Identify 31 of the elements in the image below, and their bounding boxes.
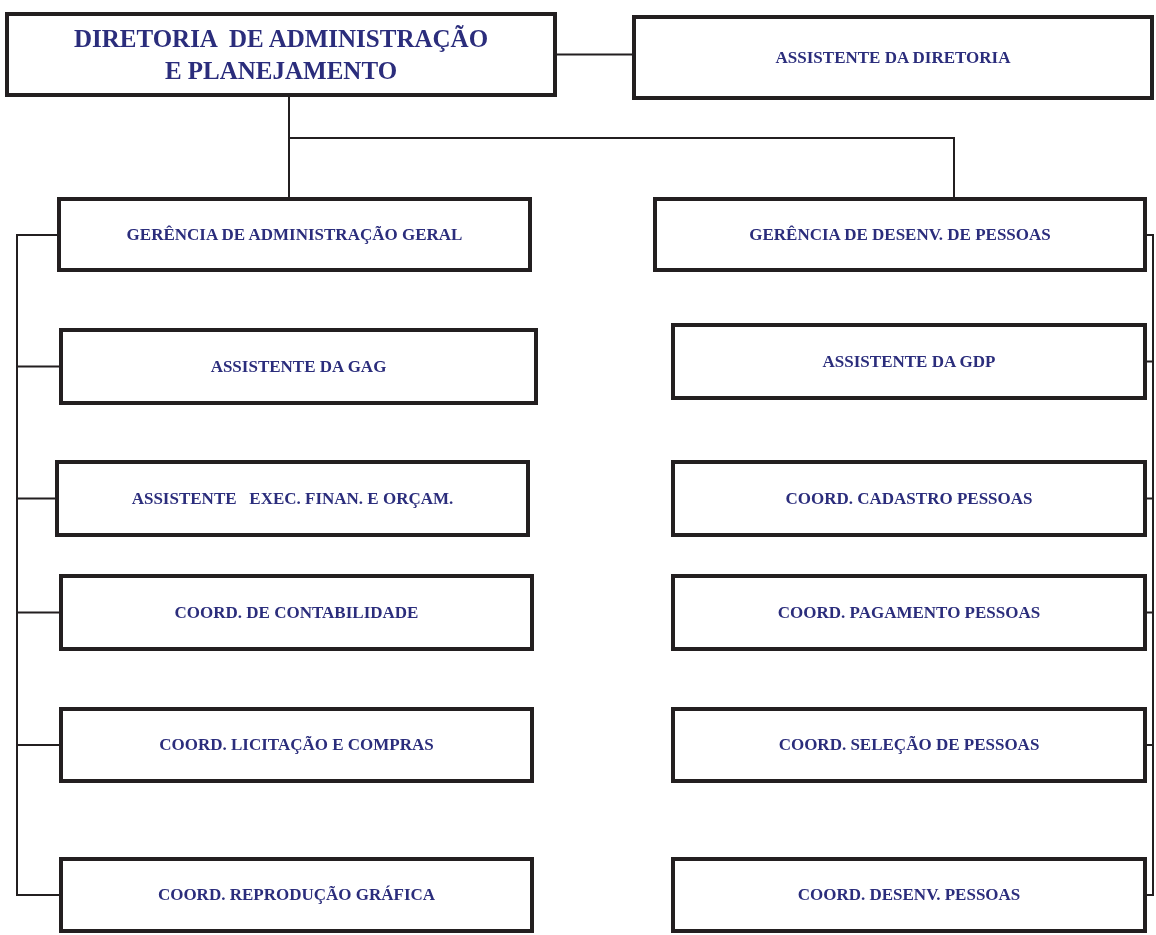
- org-box: [59, 707, 534, 783]
- unit-name: COORD. DE CONTABILIDADE: [174, 601, 419, 624]
- unit-name: ASSISTENTE DA GDP: [822, 350, 996, 373]
- org-box: [55, 460, 530, 537]
- org-box: [59, 574, 534, 651]
- connector-line: [1146, 234, 1154, 896]
- unit-name: GERÊNCIA DE ADMINISTRAÇÃO GERAL: [126, 223, 463, 246]
- org-box: [671, 574, 1147, 651]
- org-box: [671, 460, 1147, 537]
- org-box: [57, 197, 532, 272]
- unit-name: ASSISTENTE EXEC. FINAN. E ORÇAM.: [131, 487, 454, 510]
- unit-name: COORD. DESENV. PESSOAS: [797, 884, 1021, 906]
- unit-name: ASSISTENTE DA DIRETORIA: [775, 46, 1011, 69]
- connector-line: [16, 234, 60, 896]
- connector-line: [556, 53, 633, 56]
- unit-name: COORD. LICITAÇÃO E COMPRAS: [159, 734, 434, 756]
- org-box: [59, 328, 538, 405]
- org-box: [59, 857, 534, 933]
- unit-name: DIRETORIA DE ADMINISTRAÇÃO E PLANEJAMENTO: [72, 24, 490, 86]
- unit-name: COORD. CADASTRO PESSOAS: [785, 487, 1033, 510]
- org-box: [671, 857, 1147, 933]
- unit-name: ASSISTENTE DA GAG: [210, 355, 387, 378]
- org-box: [5, 12, 557, 97]
- unit-name: COORD. PAGAMENTO PESSOAS: [777, 601, 1041, 624]
- org-box: [653, 197, 1147, 272]
- org-box: [632, 15, 1154, 100]
- org-box: [671, 323, 1147, 400]
- unit-name: GERÊNCIA DE DESENV. DE PESSOAS: [749, 223, 1051, 246]
- unit-name: COORD. REPRODUÇÃO GRÁFICA: [157, 884, 436, 906]
- unit-name: COORD. SELEÇÃO DE PESSOAS: [778, 734, 1040, 756]
- org-box: [671, 707, 1147, 783]
